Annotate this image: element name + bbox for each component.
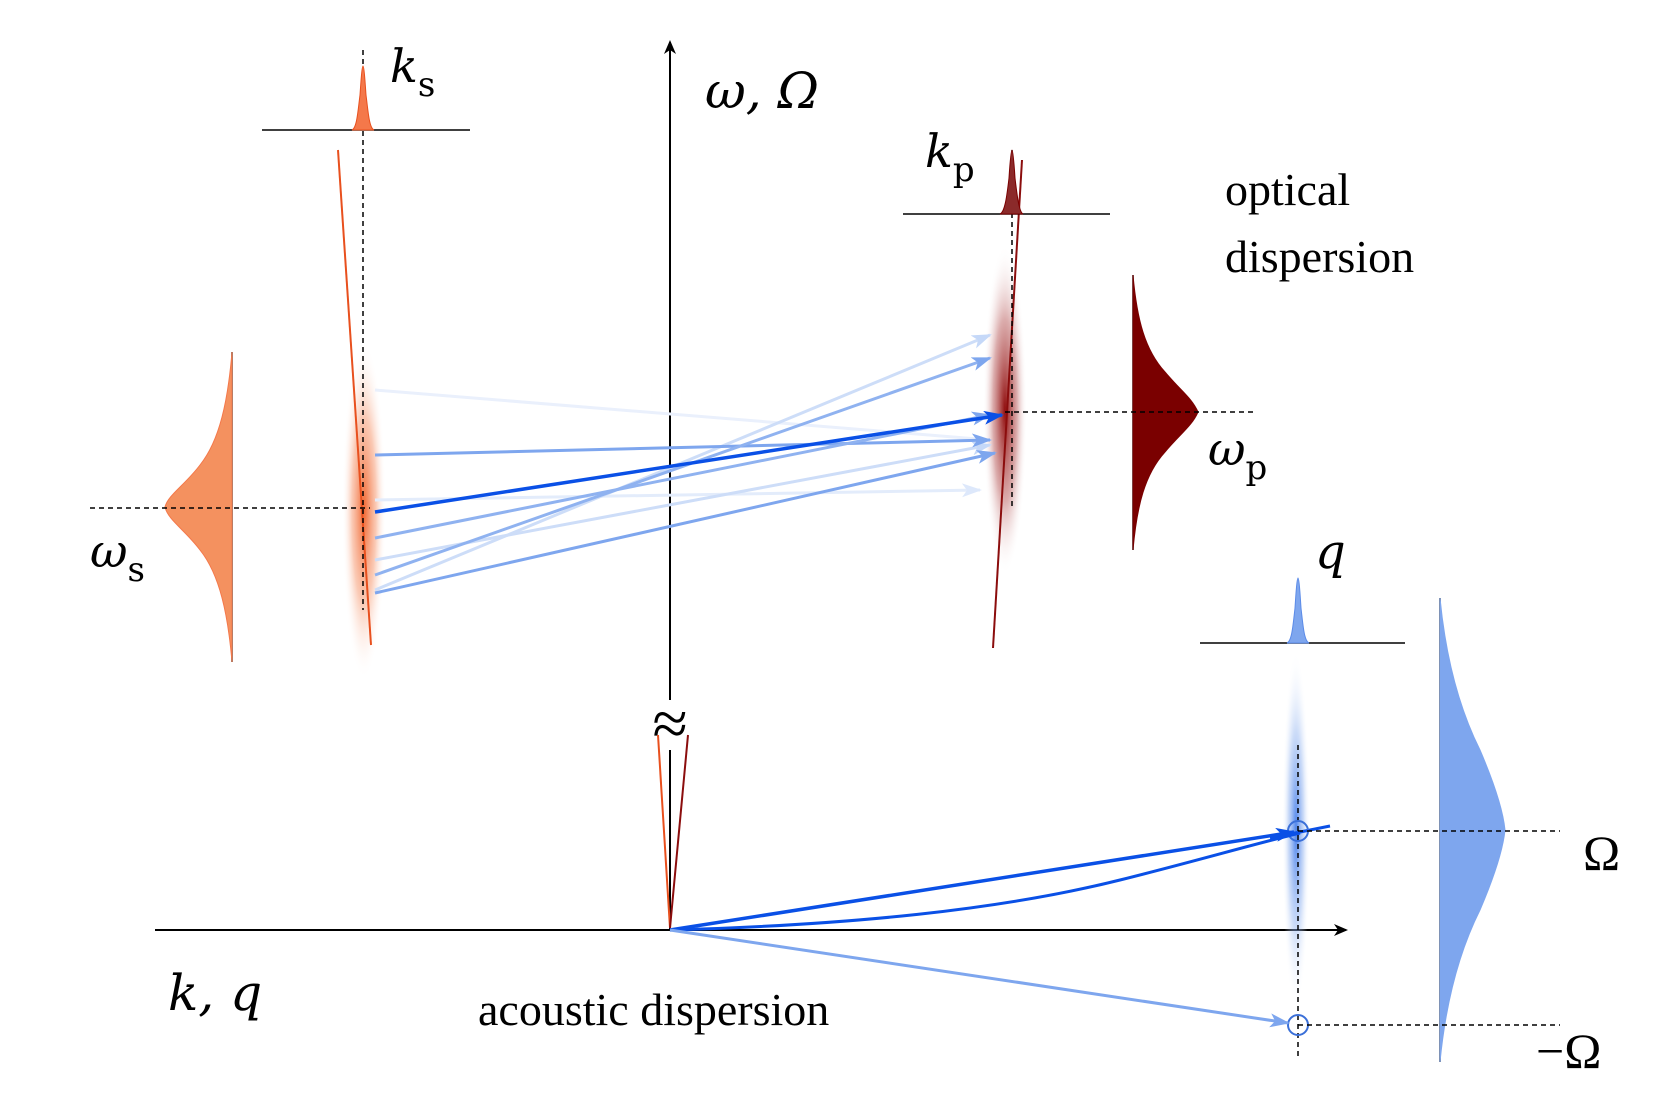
x-axis-label: k, q — [168, 964, 262, 1022]
optical-dispersion-line1: optical — [1225, 164, 1350, 215]
stokes-dispersion-line — [337, 149, 372, 646]
ks-spectrum — [351, 65, 375, 131]
q-spectrum — [1286, 577, 1310, 644]
acoustic-arrow-positive — [669, 827, 1296, 932]
transfer-arrow-strong — [374, 410, 1004, 514]
transfer-arrow-mid-3 — [374, 411, 992, 540]
pump-dispersion-line — [992, 159, 1023, 649]
stokes-spectral-glow — [342, 340, 386, 680]
kp-label: kp — [925, 124, 975, 190]
omega-s-spectrum — [164, 351, 233, 663]
acoustic-dispersion-curve — [669, 831, 1301, 932]
omega-p-label: ωp — [1208, 422, 1267, 488]
omega-s-label: ωs — [90, 524, 145, 590]
transfer-arrow-mid-2 — [374, 356, 992, 577]
kp-spectrum — [999, 149, 1024, 215]
transfer-arrow-mid-1 — [374, 433, 992, 457]
pump-spectral-glow — [983, 245, 1027, 575]
acoustic-spectral-glow — [1282, 650, 1310, 1010]
Omega-label: Ω — [1583, 825, 1620, 881]
pump-dispersion-near-origin — [669, 734, 689, 929]
transfer-arrow-light-1 — [374, 333, 992, 592]
transfer-arrow-mid-4 — [374, 450, 997, 595]
y-axis-label: ω, Ω — [705, 62, 819, 120]
acoustic-arrow-negative — [669, 928, 1290, 1028]
q-label: q — [1315, 524, 1346, 580]
transfer-arrow-faint-2 — [374, 483, 982, 502]
transfer-arrow-light-2 — [374, 441, 992, 562]
ks-label: ks — [390, 39, 435, 105]
neg-Omega-label: −Ω — [1536, 1023, 1601, 1079]
axis-break-symbol: ≈ — [652, 688, 687, 759]
stokes-dispersion-near-origin — [657, 734, 671, 929]
acoustic-dispersion-label: acoustic dispersion — [478, 984, 829, 1035]
omega-acoustic-spectrum — [1439, 597, 1506, 1063]
optical-dispersion-line2: dispersion — [1225, 231, 1414, 282]
